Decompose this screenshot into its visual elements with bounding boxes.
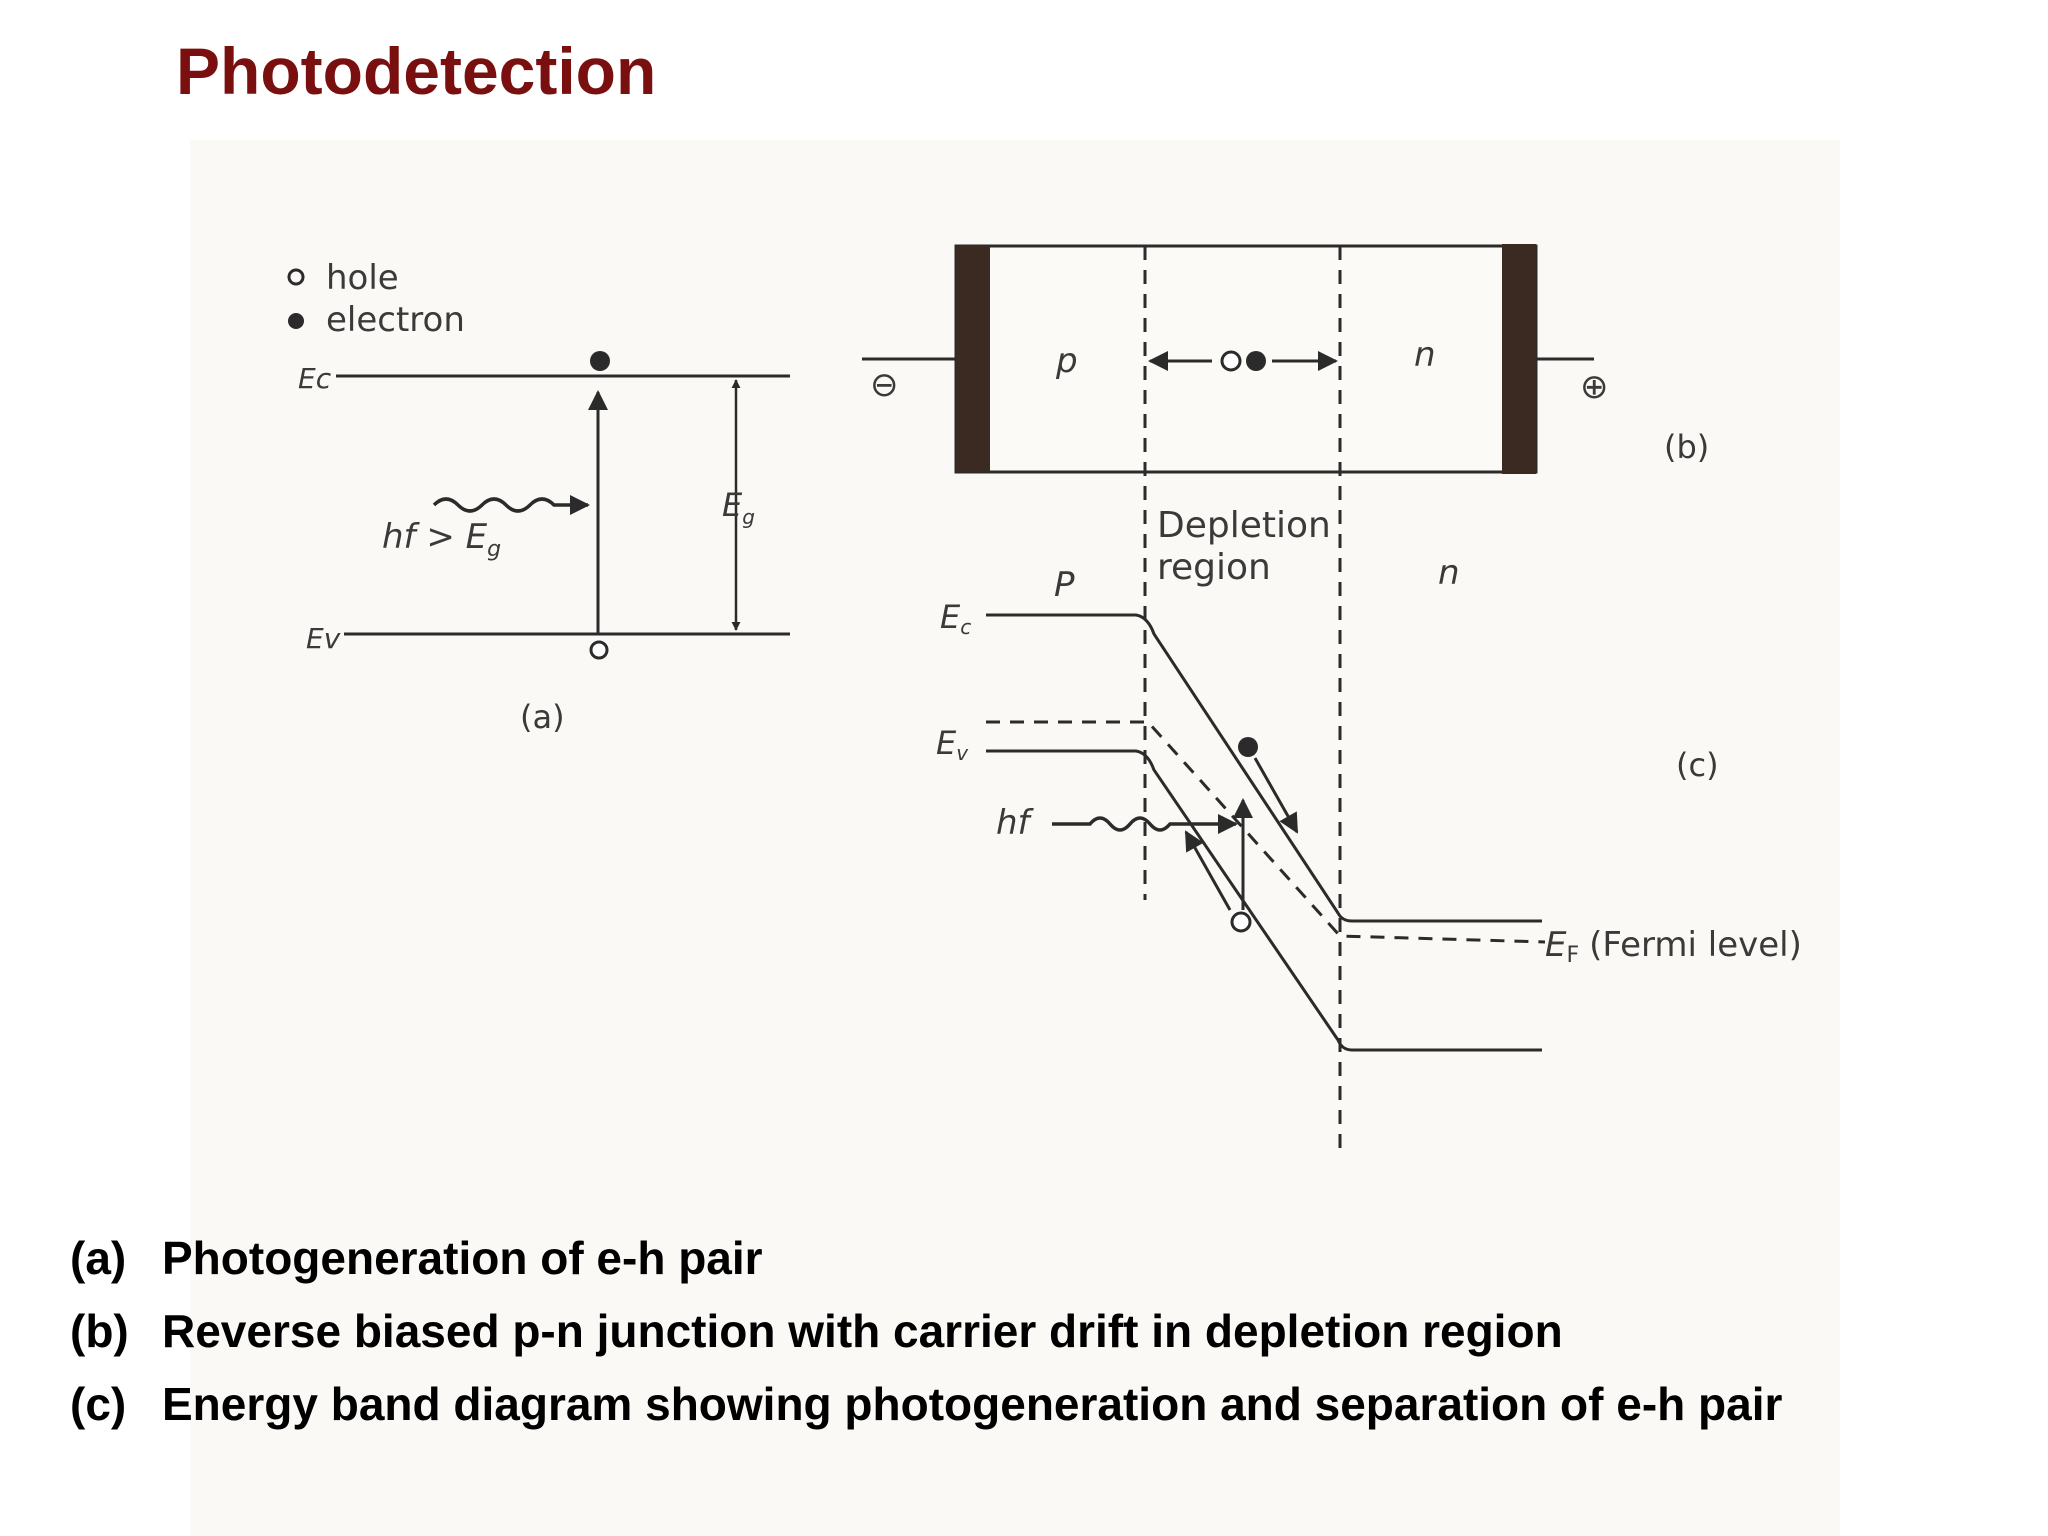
hole-separation-arrow [1184,830,1232,911]
conduction-band-edge [986,613,1542,923]
incident-photon-icon [1052,814,1238,834]
photon-wave-icon [432,495,590,515]
caption-b-tag: (b) [70,1305,129,1357]
caption-a-text: Photogeneration of e-h pair [162,1232,763,1284]
photon-energy-condition: hf > Eg [382,517,501,562]
drifting-electron [1246,351,1266,371]
legend-hole-label: hole [326,258,399,298]
ec-band-label: Ec [940,598,971,639]
panel-a-label: (a) [520,698,565,736]
caption-c-tag: (c) [70,1378,127,1430]
legend-electron-icon [288,313,304,329]
n-side-label: n [1438,553,1460,593]
p-region-label: p [1055,341,1078,381]
generated-hole [589,640,609,660]
panel-c: Depletion region P n Ec Ev EF(Fermi leve… [936,505,1802,1052]
legend-hole-icon [287,268,305,286]
depletion-region-label: Depletion region [1157,505,1342,588]
slide-title: Photodetection [176,34,657,108]
photogenerated-electron [1238,737,1258,757]
electron-separation-arrow [1253,757,1299,834]
caption-a: (a) Photogeneration of e-h pair [70,1222,1782,1295]
ev-level-label: Ev [306,622,341,655]
minus-terminal-icon: ⊖ [870,365,899,405]
fermi-level-line [986,720,1546,944]
caption-b-text: Reverse biased p-n junction with carrier… [162,1305,1563,1357]
caption-a-tag: (a) [70,1232,127,1284]
photon-label: hf [996,803,1035,843]
drifting-hole [1220,350,1242,372]
right-contact [1502,244,1536,474]
p-side-label: P [1054,565,1075,605]
panel-a: hole electron Ec Ev hf > Eg Eg (a) [287,258,790,736]
fermi-level-label: EF(Fermi level) [1545,925,1802,968]
caption-c: (c) Energy band diagram showing photogene… [70,1368,1782,1441]
caption-b: (b) Reverse biased p-n junction with carr… [70,1295,1782,1368]
panel-b: ⊖ ⊕ p n (b) [862,244,1709,1150]
legend-electron-label: electron [326,300,465,340]
bandgap-label: Eg [722,486,755,529]
ec-level-label: Ec [298,362,332,395]
ev-band-label: Ev [936,724,969,765]
figure-captions: (a) Photogeneration of e-h pair (b) Revers… [70,1222,1782,1441]
plus-terminal-icon: ⊕ [1580,367,1609,407]
valence-band-edge [986,749,1542,1052]
pn-junction-body [954,244,1538,474]
caption-c-text: Energy band diagram showing photogenerat… [162,1378,1783,1430]
panel-c-label: (c) [1676,746,1719,784]
panel-b-label: (b) [1664,428,1709,466]
excited-electron [590,351,610,371]
left-contact [956,246,990,472]
photogenerated-hole [1230,911,1252,933]
n-region-label: n [1414,335,1436,375]
